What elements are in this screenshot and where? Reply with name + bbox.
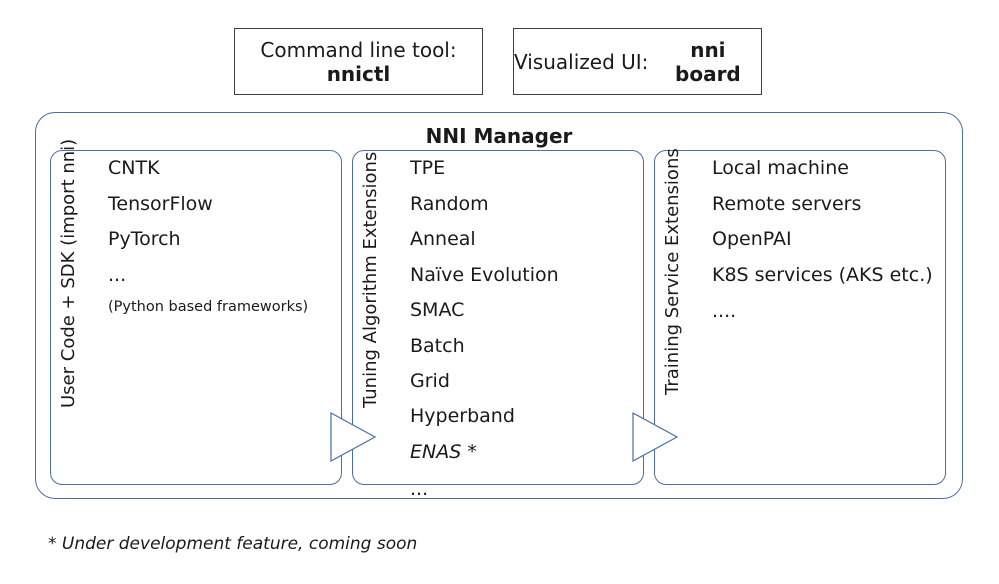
tuner-item: Naïve Evolution [410, 264, 559, 286]
footnote: * Under development feature, coming soon [48, 534, 418, 554]
service-item: Local machine [712, 157, 849, 179]
arrow-right-icon [632, 411, 679, 463]
web-ui-name: nni board [675, 37, 741, 86]
tuning-label: Tuning Algorithm Extensions [360, 151, 381, 408]
framework-note: (Python based frameworks) [108, 299, 309, 315]
service-item: K8S services (AKS etc.) [712, 264, 933, 286]
service-item: OpenPAI [712, 228, 792, 250]
framework-item: TensorFlow [108, 193, 213, 215]
nni-manager-title: NNI Manager [425, 124, 573, 148]
framework-item: ... [108, 264, 127, 286]
tuner-item: Random [410, 193, 489, 215]
nni-manager-container [35, 112, 963, 499]
tuning-panel [352, 150, 644, 485]
user-code-label: User Code + SDK (import nni) [58, 138, 79, 408]
user-code-panel [50, 150, 342, 485]
tuner-more: ... [410, 478, 429, 500]
web-ui-box: Visualized UI: nni board [513, 28, 762, 95]
web-ui-label: Visualized UI: [514, 49, 655, 74]
cli-tool-box: Command line tool: nnictl [234, 28, 483, 95]
tuner-item: TPE [410, 157, 446, 179]
tuner-item-dev: ENAS * [410, 441, 477, 463]
tuner-item: Anneal [410, 228, 476, 250]
framework-item: PyTorch [108, 228, 181, 250]
cli-tool-label: Command line tool: [260, 37, 457, 62]
tuner-item: SMAC [410, 299, 465, 321]
tuner-item: Hyperband [410, 405, 515, 427]
cli-tool-name: nnictl [326, 61, 391, 86]
tuner-item: Grid [410, 370, 450, 392]
tuner-item: Batch [410, 335, 465, 357]
service-item: Remote servers [712, 193, 862, 215]
framework-item: CNTK [108, 157, 160, 179]
service-item: .... [712, 300, 737, 322]
training-label: Training Service Extensions [662, 148, 683, 395]
training-panel [654, 150, 946, 485]
arrow-right-icon [330, 411, 377, 463]
